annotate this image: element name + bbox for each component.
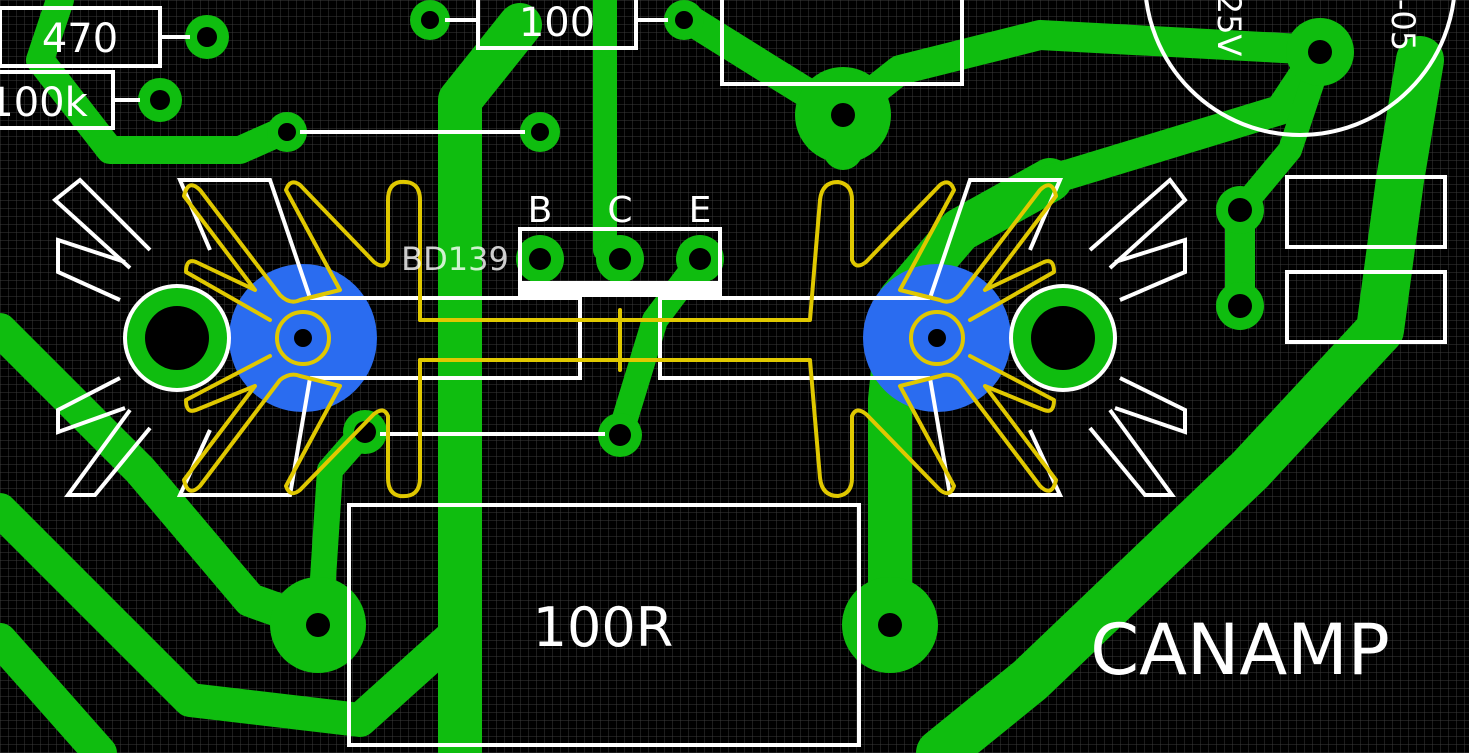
label-pin-b: B [528, 190, 553, 231]
diode-outline-bottom [1285, 270, 1447, 344]
label-r-100: 100 [519, 0, 595, 46]
component-top-box [720, 0, 964, 86]
label-r-100k: 100k [0, 80, 89, 126]
label-cap-code: -05 [1384, 0, 1422, 51]
trace-left-lower-diag [0, 493, 477, 737]
label-board-name: CANAMP [1090, 609, 1390, 691]
label-cap-voltage: 25V [1210, 0, 1248, 56]
trace-right-small [1228, 48, 1332, 222]
trace-top-left [26, 0, 299, 164]
label-pin-e: E [689, 190, 712, 231]
drill-holes [145, 11, 1332, 637]
label-pin-c: C [607, 190, 632, 231]
label-transistor-part: BD139 [401, 240, 509, 278]
resistor-100r-outline [347, 503, 861, 747]
label-resistor-100r: 100R [533, 596, 674, 659]
heatsink-outline [182, 179, 1058, 499]
diode-outline-top [1285, 175, 1447, 249]
electrolytic-cap-outline [1144, 0, 1456, 137]
trace-left-bottom [0, 623, 117, 753]
trace-right-big-diag [916, 36, 1444, 753]
label-r-470: 470 [42, 16, 118, 62]
